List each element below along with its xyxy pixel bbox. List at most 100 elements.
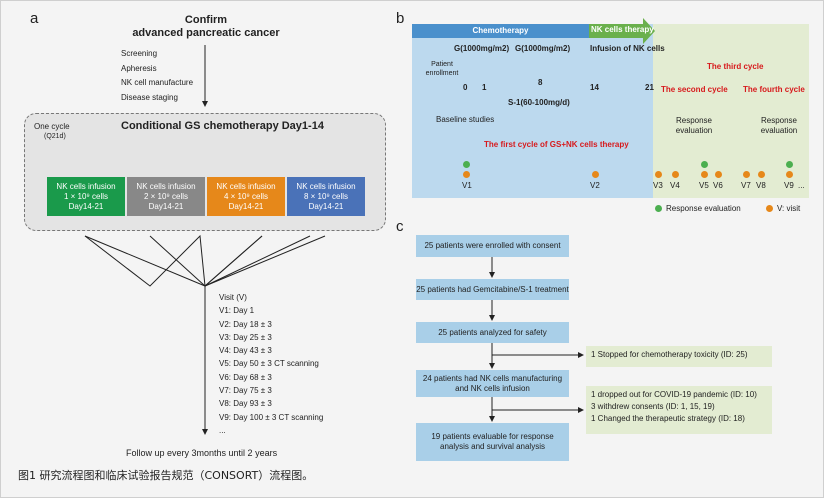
evaluable-box: 19 patients evaluable for response analy…	[416, 423, 569, 461]
withdrawal-covid: 1 dropped out for COVID-19 pandemic (ID:…	[591, 390, 757, 399]
nk-infusion-box: 24 patients had NK cells manufacturing a…	[416, 370, 569, 397]
visit-item: V6: Day 68 ± 3	[219, 372, 272, 382]
visit-item: V5: Day 50 ± 3 CT scanning	[219, 359, 319, 369]
visit-label-v1: V1	[462, 181, 472, 190]
withdrawal-box: 1 dropped out for COVID-19 pandemic (ID:…	[586, 386, 772, 434]
second-cycle-label: The second cycle	[661, 85, 728, 94]
chemo-region	[412, 24, 653, 198]
visit-dot	[463, 171, 470, 178]
response-dot	[786, 161, 793, 168]
tick-14: 14	[590, 83, 599, 92]
arm-2-line-2: 2 × 10⁹ cells	[143, 191, 189, 201]
legend-response-dot	[655, 205, 662, 212]
first-cycle-label: The first cycle of GS+NK cells therapy	[484, 140, 629, 149]
figure-caption: 图1 研究流程图和临床试验报告规范（CONSORT）流程图。	[18, 469, 314, 482]
step-nk-manufacture: NK cell manufacture	[121, 78, 194, 87]
arm-1-line-3: Day14-21	[68, 201, 104, 211]
arm-4-box: NK cells infusion 8 × 10⁹ cells Day14-21	[287, 177, 365, 216]
visit-item: ...	[219, 425, 226, 435]
step-screening: Screening	[121, 49, 158, 58]
nk-arrow-label: NK cells therapy	[591, 25, 654, 34]
legend-response-label: Response evaluation	[666, 204, 741, 213]
arm-3-line-2: 4 × 10⁹ cells	[223, 191, 269, 201]
third-cycle-label: The third cycle	[707, 62, 764, 71]
cycle-sub: (Q21d)	[44, 133, 66, 140]
visit-item: V8: Day 93 ± 3	[219, 399, 272, 409]
step-apheresis: Apheresis	[121, 63, 157, 73]
visit-dot	[592, 171, 599, 178]
visit-dot	[701, 171, 708, 178]
visit-dot	[786, 171, 793, 178]
visit-dot	[743, 171, 750, 178]
tick-21: 21	[645, 83, 654, 92]
arm-1-line-2: 1 × 10⁹ cells	[63, 191, 109, 201]
step-disease-staging: Disease staging	[121, 92, 178, 102]
arm-4-line-2: 8 × 10⁹ cells	[303, 191, 349, 201]
arm-2-line-1: NK cells infusion	[136, 181, 196, 191]
withdrawal-strategy: 1 Changed the therapeutic strategy (ID: …	[591, 414, 745, 423]
arm-3-line-3: Day14-21	[228, 201, 264, 211]
arm-4-line-1: NK cells infusion	[296, 181, 356, 191]
tick-0: 0	[463, 83, 468, 92]
cycle-title: Conditional GS chemotherapy Day1-14	[121, 120, 324, 132]
legend-visit-label: V: visit	[777, 204, 801, 213]
arm-4-line-3: Day14-21	[308, 201, 344, 211]
visit-dot	[672, 171, 679, 178]
cycle-label: One cycle	[34, 122, 70, 131]
legend-visit-dot	[766, 205, 773, 212]
baseline-studies: Baseline studies	[436, 115, 495, 124]
withdrawal-consent: 3 withdrew consents (ID: 1, 15, 19)	[591, 402, 715, 411]
chemo-bar: Chemotherapy	[412, 24, 589, 38]
visit-label-v9: V9	[784, 181, 794, 190]
panel-b-label: b	[396, 10, 405, 27]
panel-c-label: c	[396, 218, 404, 235]
visit-dot	[715, 171, 722, 178]
response-eval-1: Response evaluation	[675, 116, 713, 135]
visit-dot	[655, 171, 662, 178]
visit-list: Visit (V) V1: Day 1 V2: Day 18 ± 3 V3: D…	[219, 291, 323, 437]
visit-item: V7: Day 75 ± 3	[219, 386, 272, 396]
follow-up-text: Follow up every 3months until 2 years	[126, 448, 278, 458]
panel-a-label: a	[30, 10, 39, 27]
confirm-line-1: Confirm	[184, 14, 228, 26]
visit-label-v7: V7	[741, 181, 751, 190]
visit-label-v4: V4	[670, 181, 680, 190]
response-dot	[463, 161, 470, 168]
safety-box: 25 patients analyzed for safety	[416, 322, 569, 343]
pre-steps: Screening Apheresis NK cell manufacture …	[121, 47, 193, 105]
response-eval-2: Response evaluation	[760, 116, 798, 135]
nk-infusion-label: Infusion of NK cells	[590, 44, 665, 53]
treatment-box: 25 patients had Gemcitabine/S-1 treatmen…	[416, 279, 569, 300]
visit-item: V9: Day 100 ± 3 CT scanning	[219, 412, 324, 422]
g-dose-2: G(1000mg/m2)	[515, 44, 571, 53]
confirm-line-2: advanced pancreatic cancer	[132, 27, 280, 39]
arm-1-line-1: NK cells infusion	[56, 181, 116, 191]
visit-label-v6: V6	[713, 181, 723, 190]
s1-dose: S-1(60-100mg/d)	[508, 98, 570, 107]
visit-label-v5: V5	[699, 181, 709, 190]
nk-arrow	[589, 18, 655, 44]
g-dose-1: G(1000mg/m2)	[454, 44, 510, 53]
tick-8: 8	[538, 78, 543, 87]
confirm-title: Confirm advanced pancreatic cancer	[120, 14, 292, 40]
visit-item: V3: Day 25 ± 3	[219, 332, 272, 342]
nk-region	[653, 24, 809, 198]
visit-dot	[758, 171, 765, 178]
arm-2-box: NK cells infusion 2 × 10⁹ cells Day14-21	[127, 177, 205, 216]
visit-title: Visit (V)	[219, 293, 247, 302]
fourth-cycle-label: The fourth cycle	[743, 85, 805, 94]
tick-1: 1	[482, 83, 487, 92]
visit-item: V1: Day 1	[219, 306, 255, 316]
visit-item: V4: Day 43 ± 3	[219, 346, 272, 356]
visit-label-v3: V3	[653, 181, 663, 190]
arm-2-line-3: Day14-21	[148, 201, 184, 211]
toxicity-exclusion-box: 1 Stopped for chemotherapy toxicity (ID:…	[586, 346, 772, 367]
patient-enrollment: Patient enrollment	[425, 61, 459, 77]
enrolled-box: 25 patients were enrolled with consent	[416, 235, 569, 257]
visit-label-v2: V2	[590, 181, 600, 190]
visit-item: V2: Day 18 ± 3	[219, 319, 272, 329]
visit-label-more: ...	[798, 181, 805, 190]
arm-1-box: NK cells infusion 1 × 10⁹ cells Day14-21	[47, 177, 125, 216]
visit-label-v8: V8	[756, 181, 766, 190]
arm-3-box: NK cells infusion 4 × 10⁹ cells Day14-21	[207, 177, 285, 216]
